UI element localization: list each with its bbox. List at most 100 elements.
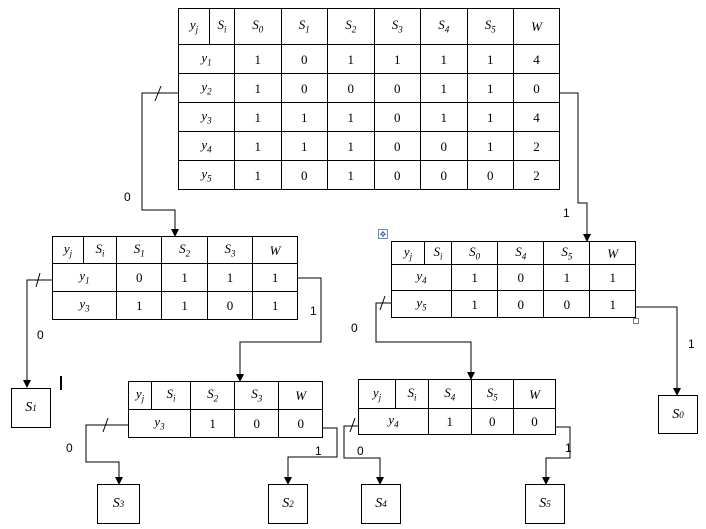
header-yj: yj	[128, 381, 152, 410]
cell: 4	[513, 102, 560, 132]
table-row: y3 1 0 0	[128, 409, 323, 438]
row-label: y1	[52, 263, 117, 292]
edge-label-right-right: 1	[688, 337, 695, 351]
table-row: y5 1 0 0 1	[391, 290, 636, 318]
table-row: y3 1 1 1 0 1 1 4	[178, 102, 560, 132]
cell: 0	[115, 263, 163, 292]
right-table: yj Si S0 S4 S5 W y4 1 0 1 1 y5 1 0 0 1	[391, 241, 636, 318]
cell: 1	[327, 44, 375, 74]
row-label: y3	[178, 102, 235, 132]
row-label: y3	[128, 409, 191, 438]
header-si: Si	[83, 236, 117, 264]
edge-label-root-right: 1	[563, 206, 570, 220]
header-si: Si	[395, 379, 429, 409]
cell: 1	[234, 131, 282, 161]
cell: 1	[466, 73, 514, 103]
header-cell: S2	[189, 381, 236, 410]
right-sub-table: yj Si S4 S5 W y4 1 0 0	[358, 379, 556, 435]
row-label: y4	[178, 131, 235, 161]
cell: 0	[543, 290, 591, 318]
cell: 1	[327, 102, 375, 132]
table-row: y4 1 0 1 1	[391, 264, 636, 291]
cell: 2	[513, 131, 560, 161]
cell: 0	[373, 131, 421, 161]
edge-lsub-s2	[284, 427, 338, 485]
header-cell: S0	[234, 8, 282, 45]
header-cell: S4	[420, 8, 468, 45]
cell: 2	[513, 160, 560, 190]
edge-root-left	[141, 92, 179, 237]
root-table: yj Si S0 S1 S2 S3 S4 S5 W y1 1 0 1 1 1 1…	[178, 8, 560, 190]
header-yj: yj	[52, 236, 84, 264]
cell: 0	[280, 44, 328, 74]
cell: 0	[497, 290, 545, 318]
header-cell: S1	[280, 8, 328, 45]
move-anchor-icon[interactable]: ✥	[378, 229, 388, 239]
cell: 0	[513, 408, 556, 435]
cell: 0	[466, 160, 514, 190]
text-cursor	[60, 376, 62, 390]
cell: 1	[466, 102, 514, 132]
header-cell: W	[513, 8, 560, 45]
cell: 0	[278, 409, 323, 438]
edge-label-left-left: 0	[37, 328, 44, 342]
resize-handle-icon[interactable]	[633, 318, 639, 324]
cell: 1	[280, 102, 328, 132]
cell: 1	[234, 73, 282, 103]
edge-label-left-right: 1	[310, 304, 317, 318]
cell: 0	[420, 160, 468, 190]
header-cell: S3	[206, 236, 254, 264]
header-cell: W	[278, 381, 323, 410]
header-si: Si	[209, 8, 235, 45]
cell: 1	[161, 263, 208, 292]
row-label: y5	[391, 290, 452, 318]
edge-left-sub	[236, 277, 322, 382]
cell: 0	[373, 73, 421, 103]
header-cell: S5	[466, 8, 514, 45]
table-row: y4 1 0 0	[358, 408, 556, 435]
header-cell: S4	[428, 379, 472, 409]
edge-label-lsub-right: 1	[315, 444, 322, 458]
edge-lsub-s3	[85, 424, 128, 485]
cell: 4	[513, 44, 560, 74]
cell: 0	[420, 131, 468, 161]
cell: 1	[466, 131, 514, 161]
edge-label-lsub-left: 0	[66, 441, 73, 455]
row-label: y2	[178, 73, 235, 103]
cell: 0	[497, 264, 545, 291]
cell: 1	[161, 291, 208, 320]
edge-rsub-s5	[542, 426, 571, 485]
cell: 1	[280, 131, 328, 161]
edge-label-rsub-left: 0	[357, 444, 364, 458]
cell: 1	[234, 44, 282, 74]
cell: 1	[450, 290, 499, 318]
edge-root-right	[560, 92, 591, 242]
cell: 1	[420, 102, 468, 132]
header-cell: S2	[161, 236, 208, 264]
cell: 0	[280, 73, 328, 103]
table-row: y3 1 1 0 1	[52, 291, 298, 320]
edge-label-right-left: 0	[351, 321, 358, 335]
header-yj: yj	[178, 8, 210, 45]
edge-label-rsub-right: 1	[565, 441, 572, 455]
cell: 1	[327, 160, 375, 190]
table-row: y4 1 1 1 0 0 1 2	[178, 131, 560, 161]
header-yj: yj	[358, 379, 396, 409]
header-cell: S0	[450, 241, 499, 265]
cell: 1	[543, 264, 591, 291]
cell: 1	[466, 44, 514, 74]
header-cell: W	[252, 236, 298, 264]
header-si: Si	[151, 381, 191, 410]
row-label: y5	[178, 160, 235, 190]
header-cell: S3	[234, 381, 280, 410]
left-sub-table: yj Si S2 S3 W y3 1 0 0	[128, 381, 323, 438]
cell: 1	[234, 102, 282, 132]
cell: 0	[327, 73, 375, 103]
cell: 1	[420, 44, 468, 74]
header-cell: W	[589, 241, 636, 265]
